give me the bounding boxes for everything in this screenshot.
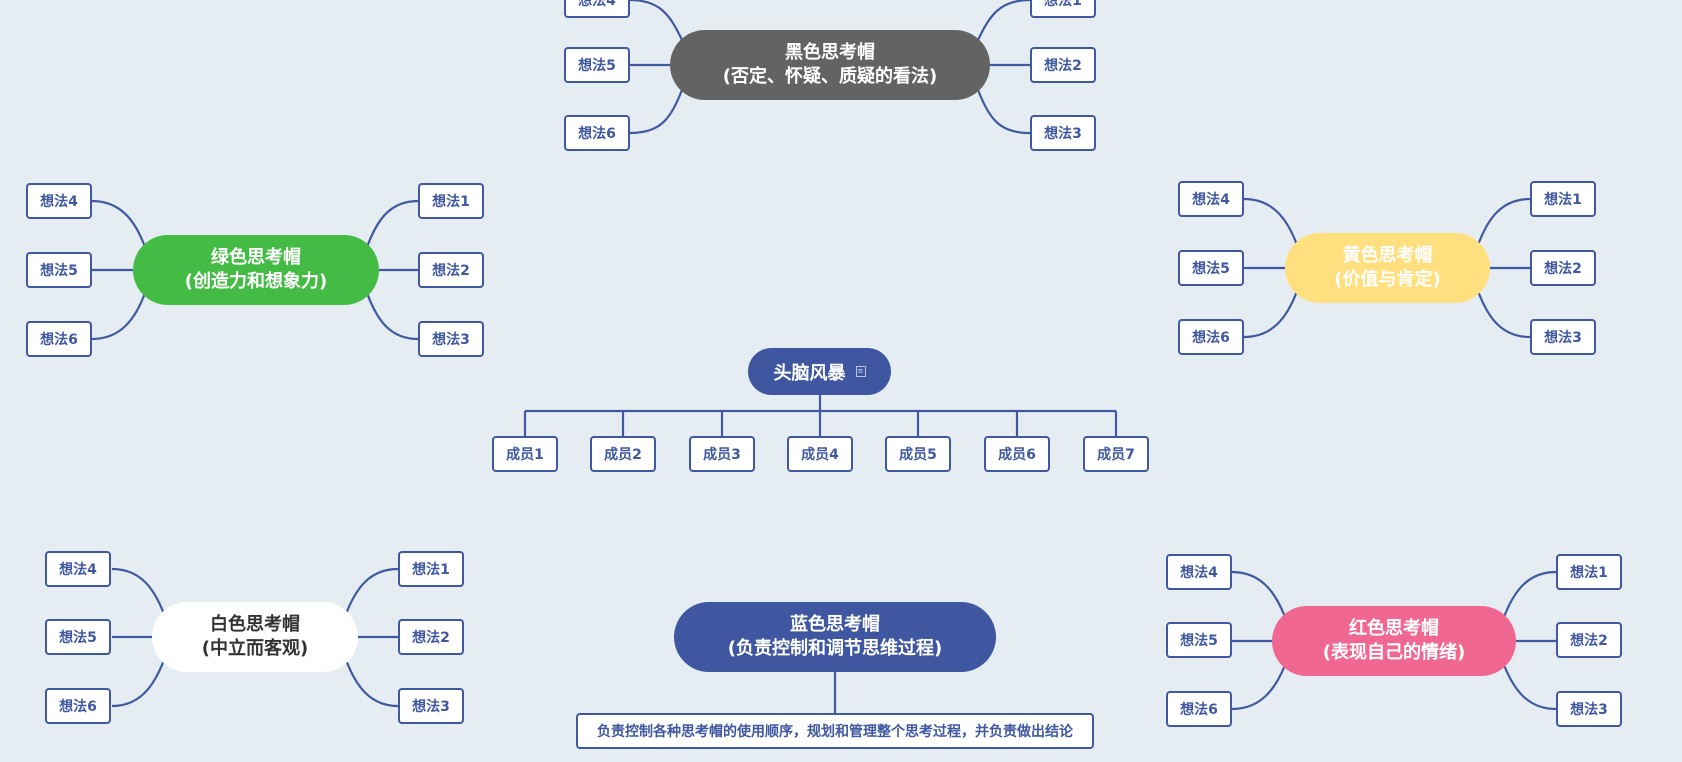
yellow-idea-3[interactable]: 想法3 [1530, 319, 1596, 355]
blue-hat-description[interactable]: 负责控制各种思考帽的使用顺序，规划和管理整个思考过程，并负责做出结论 [576, 713, 1094, 749]
blue-hat-title: 蓝色思考帽 [790, 614, 880, 635]
red-idea-1[interactable]: 想法1 [1556, 554, 1622, 590]
black-idea-5[interactable]: 想法5 [564, 47, 630, 83]
white-hat-title: 白色思考帽 [210, 614, 300, 635]
brainstorm-root-node[interactable]: 头脑风暴 ≡ [748, 348, 891, 395]
white-hat-node[interactable]: 白色思考帽 (中立而客观) [152, 602, 358, 672]
yellow-idea-2[interactable]: 想法2 [1530, 250, 1596, 286]
green-hat-title: 绿色思考帽 [211, 247, 301, 268]
yellow-hat-node[interactable]: 黄色思考帽 (价值与肯定) [1285, 233, 1490, 303]
blue-hat-subtitle: (负责控制和调节思维过程) [727, 638, 943, 659]
green-idea-5[interactable]: 想法5 [26, 252, 92, 288]
member-1[interactable]: 成员1 [492, 436, 558, 472]
black-idea-6[interactable]: 想法6 [564, 115, 630, 151]
black-idea-4[interactable]: 想法4 [564, 0, 630, 18]
red-hat-title: 红色思考帽 [1349, 618, 1439, 639]
red-idea-5[interactable]: 想法5 [1166, 622, 1232, 658]
red-idea-3[interactable]: 想法3 [1556, 691, 1622, 727]
member-4[interactable]: 成员4 [787, 436, 853, 472]
white-idea-1[interactable]: 想法1 [398, 551, 464, 587]
yellow-hat-title: 黄色思考帽 [1342, 245, 1433, 266]
black-hat-subtitle: (否定、怀疑、质疑的看法) [722, 66, 938, 87]
white-idea-6[interactable]: 想法6 [45, 688, 111, 724]
green-idea-6[interactable]: 想法6 [26, 321, 92, 357]
yellow-hat-subtitle: (价值与肯定) [1334, 269, 1441, 290]
white-idea-3[interactable]: 想法3 [398, 688, 464, 724]
member-5[interactable]: 成员5 [885, 436, 951, 472]
green-idea-1[interactable]: 想法1 [418, 183, 484, 219]
member-6[interactable]: 成员6 [984, 436, 1050, 472]
blue-hat-node[interactable]: 蓝色思考帽 (负责控制和调节思维过程) [674, 602, 996, 672]
yellow-idea-5[interactable]: 想法5 [1178, 250, 1244, 286]
black-idea-3[interactable]: 想法3 [1030, 115, 1096, 151]
yellow-idea-1[interactable]: 想法1 [1530, 181, 1596, 217]
member-2[interactable]: 成员2 [590, 436, 656, 472]
member-7[interactable]: 成员7 [1083, 436, 1149, 472]
green-hat-subtitle: (创造力和想象力) [184, 271, 328, 292]
red-idea-2[interactable]: 想法2 [1556, 622, 1622, 658]
green-idea-2[interactable]: 想法2 [418, 252, 484, 288]
black-hat-title: 黑色思考帽 [785, 42, 875, 63]
black-idea-2[interactable]: 想法2 [1030, 47, 1096, 83]
red-idea-6[interactable]: 想法6 [1166, 691, 1232, 727]
black-hat-node[interactable]: 黑色思考帽 (否定、怀疑、质疑的看法) [670, 30, 990, 100]
member-3[interactable]: 成员3 [689, 436, 755, 472]
yellow-idea-6[interactable]: 想法6 [1178, 319, 1244, 355]
green-idea-4[interactable]: 想法4 [26, 183, 92, 219]
white-idea-2[interactable]: 想法2 [398, 619, 464, 655]
red-hat-subtitle: (表现自己的情绪) [1322, 642, 1466, 663]
white-hat-subtitle: (中立而客观) [201, 638, 309, 659]
green-idea-3[interactable]: 想法3 [418, 321, 484, 357]
black-idea-1[interactable]: 想法1 [1030, 0, 1096, 18]
note-icon[interactable]: ≡ [855, 366, 866, 377]
yellow-idea-4[interactable]: 想法4 [1178, 181, 1244, 217]
red-idea-4[interactable]: 想法4 [1166, 554, 1232, 590]
white-idea-4[interactable]: 想法4 [45, 551, 111, 587]
red-hat-node[interactable]: 红色思考帽 (表现自己的情绪) [1272, 606, 1516, 676]
white-idea-5[interactable]: 想法5 [45, 619, 111, 655]
root-label: 头脑风暴 [773, 362, 846, 384]
green-hat-node[interactable]: 绿色思考帽 (创造力和想象力) [133, 235, 379, 305]
